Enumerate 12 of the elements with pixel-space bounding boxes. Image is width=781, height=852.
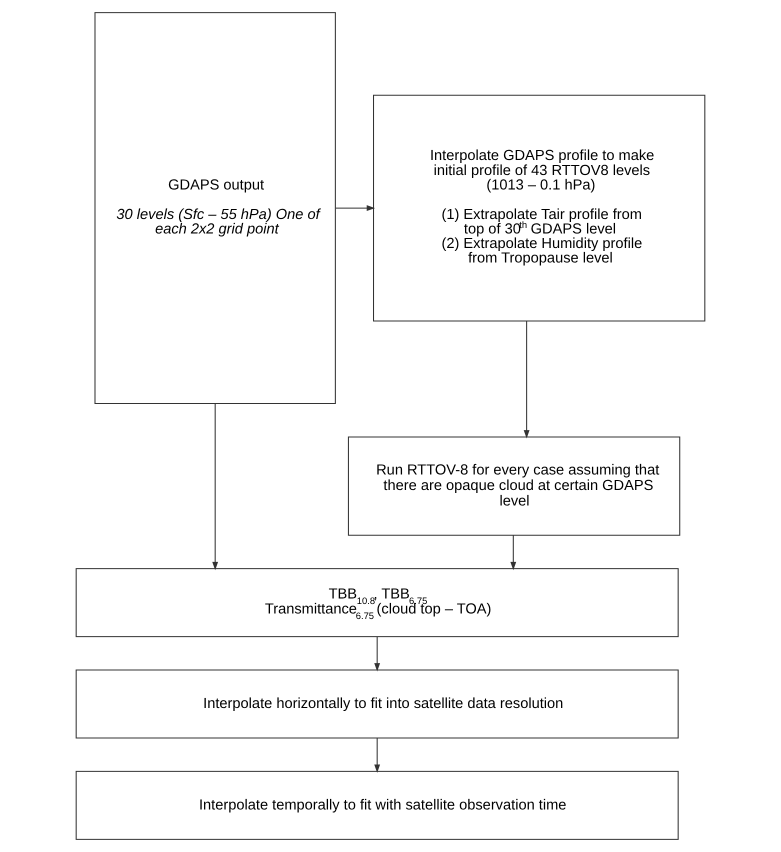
node-box: Interpolate horizontally to fit into satellite data resolution [76, 670, 679, 738]
node-box: TBB$_{10.8}$, TBB$_{6.75}$ Transmittance$_{6.75}$ (cloud top – TOA) [76, 568, 679, 638]
node-box: Interpolate temporally to fit with satellite observation time [76, 770, 679, 840]
node-box: GDAPS output 30 levels (Sfc – 55 hPa) One of each 2x2 grid point [94, 12, 336, 404]
arrow [524, 321, 530, 438]
arrow [374, 636, 380, 672]
arrow [374, 738, 380, 773]
arrow [336, 205, 376, 212]
arrow [212, 404, 218, 570]
node-box: Interpolate GDAPS profile to make initial profile of 43 RTTOV8 levels (1013 – 0.1 hPa) (1) Extrapolate Tair profile from top of 30$^{th}$ GDAPS level (2) Extrapolate Humidity profile from Tropopause level [373, 94, 706, 322]
arrow [510, 536, 516, 570]
node-box: Run RTTOV-8 for every case assuming that there are opaque cloud at certain GDAPS level [348, 436, 680, 536]
